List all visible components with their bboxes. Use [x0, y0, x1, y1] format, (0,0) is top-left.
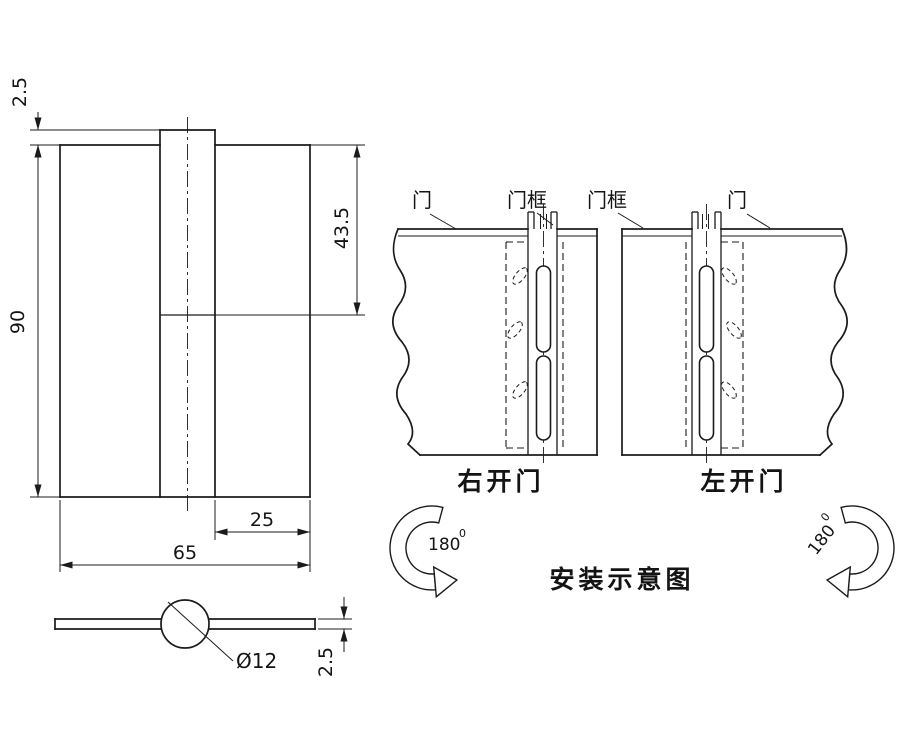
frame-label: 门框	[507, 188, 547, 212]
caption-right-open: 右开门	[457, 467, 544, 496]
door-break-edge	[818, 227, 848, 457]
dim-pin-diameter-label: Ø12	[236, 649, 277, 673]
diameter-leader	[167, 601, 234, 662]
hinge-pin-upper	[698, 265, 715, 353]
front-view: 2.5 90 43.5 25 65	[7, 77, 365, 572]
door-label: 门	[727, 188, 747, 212]
right-open-door-diagram: 门 门框 右开门	[392, 188, 598, 496]
caption-left-open: 左开门	[700, 467, 787, 496]
hinge-pin-lower	[535, 355, 552, 441]
hinge-pin-upper	[535, 265, 552, 353]
angle-degree-left: 0	[459, 527, 466, 540]
door-label: 门	[412, 188, 432, 212]
dim-total-width-label: 65	[173, 542, 197, 564]
rotation-180-arrow-right-icon	[825, 505, 895, 599]
frame-label: 门框	[587, 188, 627, 212]
dim-upper-knuckle-label: 43.5	[331, 207, 353, 249]
angle-label-right-group: 180 0	[804, 510, 840, 559]
dim-height-label: 90	[7, 310, 29, 334]
pin-section-circle	[160, 599, 210, 649]
left-open-door-diagram: 门框 门 左开门	[587, 188, 848, 496]
angle-degree-right: 0	[818, 510, 833, 524]
hinge-pin-lower	[698, 355, 715, 441]
door-break-edge	[392, 227, 422, 457]
dim-leaf-width-label: 25	[250, 509, 274, 531]
section-view: Ø12 2.5	[54, 597, 352, 677]
angle-label-right: 180	[804, 521, 840, 559]
dim-plate-thickness-label: 2.5	[315, 647, 337, 677]
angle-label-left: 180	[428, 535, 460, 555]
rotation-180-arrow-left-icon	[389, 505, 459, 599]
installation-title: 安装示意图	[549, 565, 694, 594]
dim-knuckle-offset-label: 2.5	[9, 77, 31, 107]
